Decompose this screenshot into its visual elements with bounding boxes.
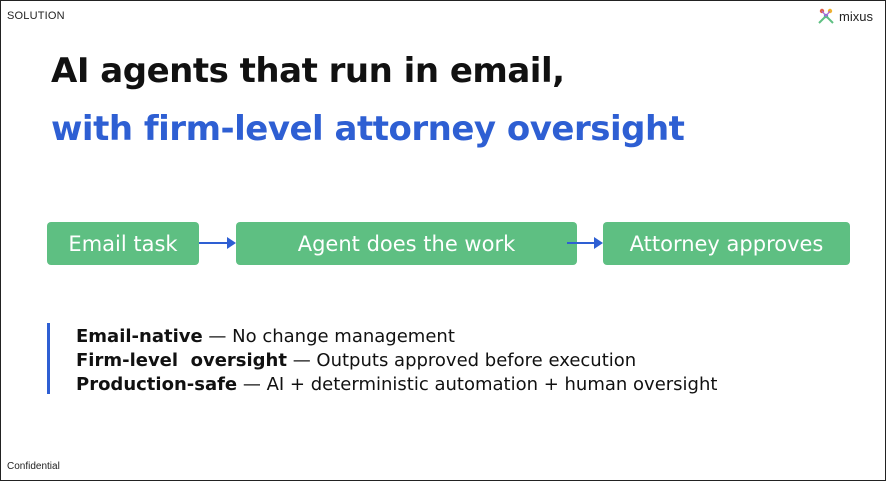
bullet-list: Email-native — No change management Firm… [76,325,717,397]
confidential-label: Confidential [7,461,60,472]
bullet-term: Email-native [76,326,203,347]
bullet-description: — AI + deterministic automation + human … [237,374,718,395]
bullet-term: Firm-level oversight [76,350,287,371]
bullet-description: — Outputs approved before execution [286,350,637,371]
bullet-description: — No change management [202,326,455,347]
section-label: SOLUTION [7,10,65,22]
arrow-right-icon [199,237,236,249]
mixus-logo-icon [818,8,834,24]
flow-step-email-task: Email task [47,222,199,265]
title-line-2: with firm-level attorney oversight [51,109,685,149]
title-line-1: AI agents that run in email, [51,51,565,91]
brand-name: mixus [839,8,873,24]
bullet-item-email-native: Email-native — No change management [76,325,717,349]
accent-bar [47,323,50,394]
bullet-item-firm-level-oversight: Firm-level oversight — Outputs approved … [76,349,717,373]
bullet-term: Production-safe [76,374,238,395]
bullet-item-production-safe: Production-safe — AI + deterministic aut… [76,373,717,397]
brand: mixus [817,7,873,25]
flow-step-attorney-approves: Attorney approves [603,222,850,265]
flow-step-agent-does-work: Agent does the work [236,222,577,265]
arrow-right-icon [567,237,603,249]
